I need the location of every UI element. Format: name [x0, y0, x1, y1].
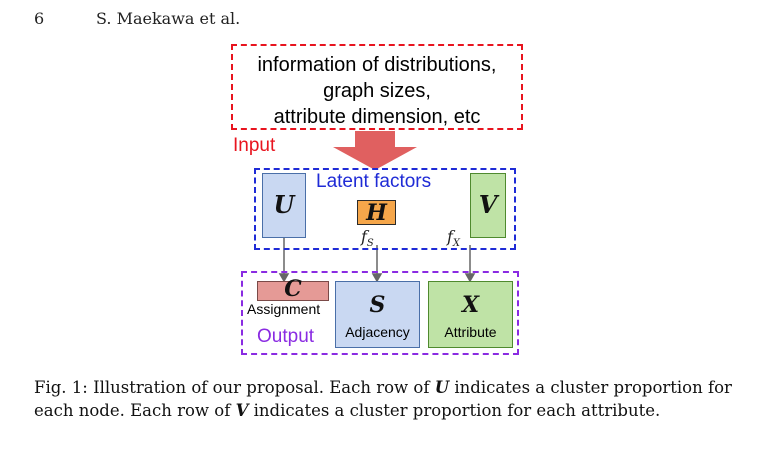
fs-function-label: fS	[361, 227, 374, 250]
input-line-1: information of distributions,	[257, 54, 497, 76]
v-symbol: V	[478, 190, 498, 219]
caption-part-3: indicates a cluster proportion for each …	[248, 401, 661, 420]
caption-u-symbol: U	[434, 378, 450, 397]
c-symbol: C	[284, 276, 302, 302]
u-to-c-arrowhead	[278, 273, 290, 283]
output-label: Output	[257, 326, 315, 347]
latent-factors-box	[254, 168, 516, 250]
fs-subscript: S	[366, 238, 374, 250]
v-to-x-arrowhead	[464, 273, 476, 283]
latent-factors-label: Latent factors	[316, 171, 432, 192]
c-matrix-box: C	[257, 276, 329, 302]
caption-v-symbol: V	[235, 401, 249, 420]
input-line-3: attribute dimension, etc	[273, 106, 481, 128]
figure-caption: Fig. 1: Illustration of our proposal. Ea…	[34, 376, 750, 422]
caption-part-1: Fig. 1: Illustration of our proposal. Ea…	[34, 378, 435, 397]
fx-subscript: X	[452, 238, 461, 250]
attribute-label: Attribute	[444, 324, 497, 340]
v-matrix-box: V	[470, 173, 506, 238]
input-box: information of distributions, graph size…	[231, 44, 523, 130]
input-label: Input	[233, 135, 276, 156]
x-symbol: X	[461, 292, 480, 318]
u-symbol: U	[273, 190, 295, 219]
page-number: 6	[34, 9, 45, 28]
input-arrow	[333, 131, 417, 170]
adjacency-label: Adjacency	[345, 324, 410, 340]
running-header-authors: S. Maekawa et al.	[96, 9, 241, 28]
assignment-label: Assignment	[247, 301, 321, 317]
fx-function-label: fX	[447, 227, 461, 250]
s-matrix-box: S Adjacency	[335, 281, 420, 348]
h-symbol: H	[366, 200, 387, 226]
x-matrix-box: X Attribute	[428, 281, 513, 348]
h-matrix-box: H	[357, 200, 396, 226]
input-line-2: graph sizes,	[323, 80, 431, 102]
output-box	[241, 271, 519, 355]
h-to-s-arrowhead	[371, 273, 383, 283]
u-matrix-box: U	[262, 173, 306, 238]
caption-part-2: indicates a cluster proportion for each …	[34, 378, 732, 420]
s-symbol: S	[369, 292, 386, 318]
input-description: information of distributions, graph size…	[233, 52, 521, 130]
